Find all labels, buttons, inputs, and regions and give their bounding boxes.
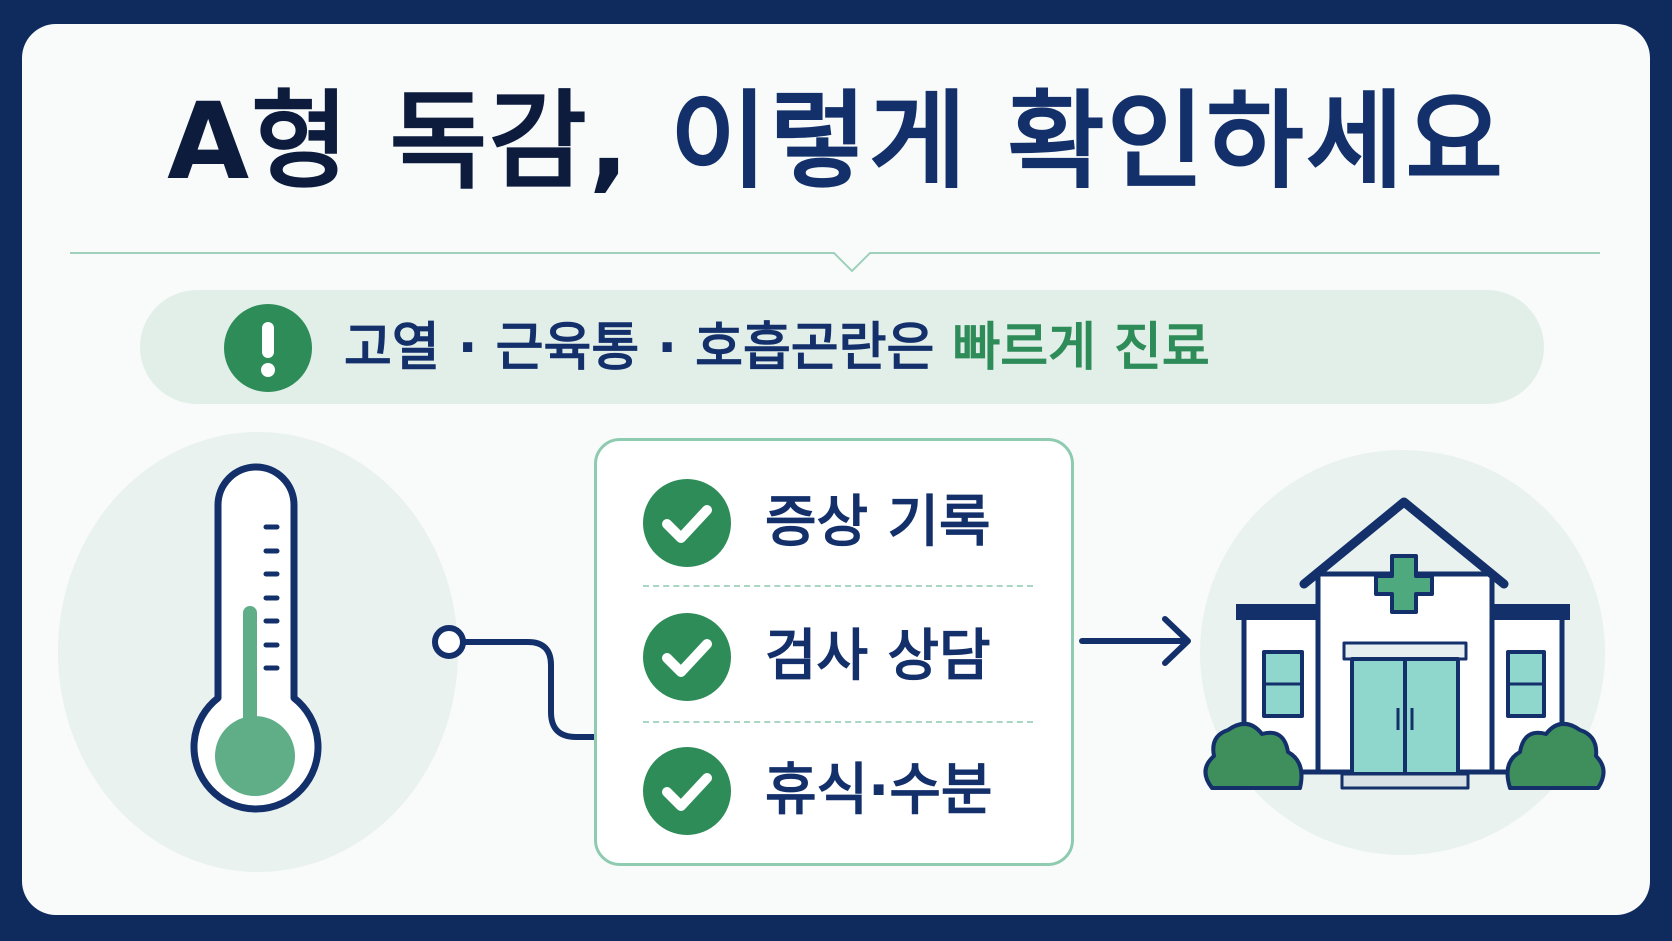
checklist-panel: 증상 기록 검사 상담 휴식·수분 xyxy=(594,438,1074,866)
checklist-item-label: 검사 상담 xyxy=(765,624,991,689)
checklist-item-label: 휴식·수분 xyxy=(765,758,993,823)
thermometer-icon xyxy=(190,463,322,813)
warning-text-highlight: 빠르게 진료 xyxy=(952,318,1210,378)
connector-line xyxy=(432,625,597,740)
check-icon xyxy=(643,479,731,567)
title-part-2: 이렇게 확인하세요 xyxy=(669,80,1505,203)
title-part-1: A형 독감, xyxy=(167,80,670,203)
warning-text-main: 고열 · 근육통 · 호흡곤란은 xyxy=(344,318,953,378)
checklist-item-label: 증상 기록 xyxy=(765,490,991,555)
checklist-item: 휴식·수분 xyxy=(643,743,1063,839)
arrow-right-icon xyxy=(1079,616,1191,666)
checklist-divider xyxy=(643,721,1033,723)
check-icon xyxy=(643,747,731,835)
exclamation-icon xyxy=(224,304,312,392)
title-divider xyxy=(70,252,1600,273)
checklist-item: 검사 상담 xyxy=(643,609,1063,705)
check-icon xyxy=(643,613,731,701)
warning-banner xyxy=(140,290,1544,404)
page-title: A형 독감, 이렇게 확인하세요 xyxy=(0,78,1672,205)
checklist-item: 증상 기록 xyxy=(643,475,1063,571)
warning-text: 고열 · 근육통 · 호흡곤란은 빠르게 진료 xyxy=(344,311,1210,385)
hospital-icon xyxy=(1203,497,1606,790)
checklist-divider xyxy=(643,585,1033,587)
